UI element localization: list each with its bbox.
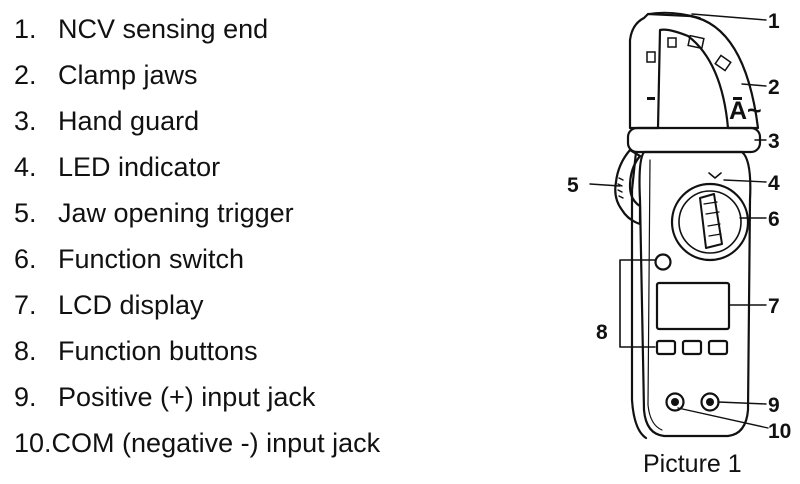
legend-item-com-input-jack: 10.COM (negative -) input jack <box>14 420 380 466</box>
clamp-meter-drawing: A~ 1 2 3 4 5 6 7 8 9 10 Picture 1 <box>567 10 791 478</box>
function-switch-outer <box>670 182 750 262</box>
legend-label: Clamp jaws <box>58 60 198 90</box>
ncv-sensing-end <box>647 11 701 19</box>
legend-label: Jaw opening trigger <box>58 198 294 228</box>
legend-item-led-indicator: 4. LED indicator <box>14 144 380 190</box>
legend-number: 5. <box>14 198 37 228</box>
legend-number: 2. <box>14 60 37 90</box>
legend-number: 7. <box>14 290 37 320</box>
figure-caption: Picture 1 <box>643 450 742 478</box>
legend-number: 1. <box>14 14 37 44</box>
com-input-jack <box>671 398 679 406</box>
legend-label: Function switch <box>58 244 245 274</box>
callout-6: 6 <box>768 208 780 231</box>
legend-number: 10. <box>14 428 52 458</box>
legend-label: NCV sensing end <box>58 14 269 44</box>
legend-label: Function buttons <box>58 336 258 366</box>
legend-item-ncv-sensing-end: 1. NCV sensing end <box>14 6 380 52</box>
callout-9: 9 <box>768 394 780 417</box>
jaw-mark-label: A~ <box>729 97 762 125</box>
legend-item-positive-input-jack: 9. Positive (+) input jack <box>14 374 380 420</box>
legend-label: LED indicator <box>58 152 221 182</box>
callout-4: 4 <box>768 172 780 195</box>
legend-label: Hand guard <box>58 106 200 136</box>
legend-item-clamp-jaws: 2. Clamp jaws <box>14 52 380 98</box>
function-switch-knob <box>699 193 723 249</box>
legend-number: 8. <box>14 336 37 366</box>
positive-input-jack <box>706 398 714 406</box>
legend-label: Positive (+) input jack <box>58 382 316 412</box>
legend-label: COM (negative -) input jack <box>51 428 381 458</box>
hand-guard <box>626 126 762 154</box>
jaw-markings <box>646 34 742 100</box>
legend-item-function-buttons: 8. Function buttons <box>14 328 380 374</box>
function-button-2 <box>681 339 703 356</box>
function-switch-ring <box>678 190 742 254</box>
callout-8: 8 <box>596 321 608 344</box>
callout-8-bracket <box>619 259 656 348</box>
function-button-1 <box>655 339 677 356</box>
led-indicator <box>708 172 722 179</box>
legend-item-lcd-display: 7. LCD display <box>14 282 380 328</box>
clamp-jaws <box>628 12 760 130</box>
function-button-3 <box>707 339 729 356</box>
callout-7: 7 <box>768 295 780 318</box>
legend-number: 9. <box>14 382 37 412</box>
callout-5: 5 <box>567 174 579 197</box>
legend-number: 4. <box>14 152 37 182</box>
component-legend: 1. NCV sensing end 2. Clamp jaws 3. Hand gu… <box>14 6 380 466</box>
callout-3: 3 <box>768 130 780 153</box>
meter-body <box>638 150 752 438</box>
legend-item-function-switch: 6. Function switch <box>14 236 380 282</box>
legend-label: LCD display <box>58 290 204 320</box>
callout-2: 2 <box>768 76 780 99</box>
function-button-round <box>654 253 672 271</box>
callout-10: 10 <box>768 420 791 443</box>
body-side-edge <box>630 150 648 440</box>
legend-item-jaw-opening-trigger: 5. Jaw opening trigger <box>14 190 380 236</box>
callout-1: 1 <box>768 10 780 33</box>
legend-number: 3. <box>14 106 37 136</box>
lcd-display <box>655 281 731 331</box>
com-input-jack-ring <box>665 392 685 412</box>
jaw-trigger <box>614 148 642 226</box>
legend-item-hand-guard: 3. Hand guard <box>14 98 380 144</box>
legend-number: 6. <box>14 244 37 274</box>
